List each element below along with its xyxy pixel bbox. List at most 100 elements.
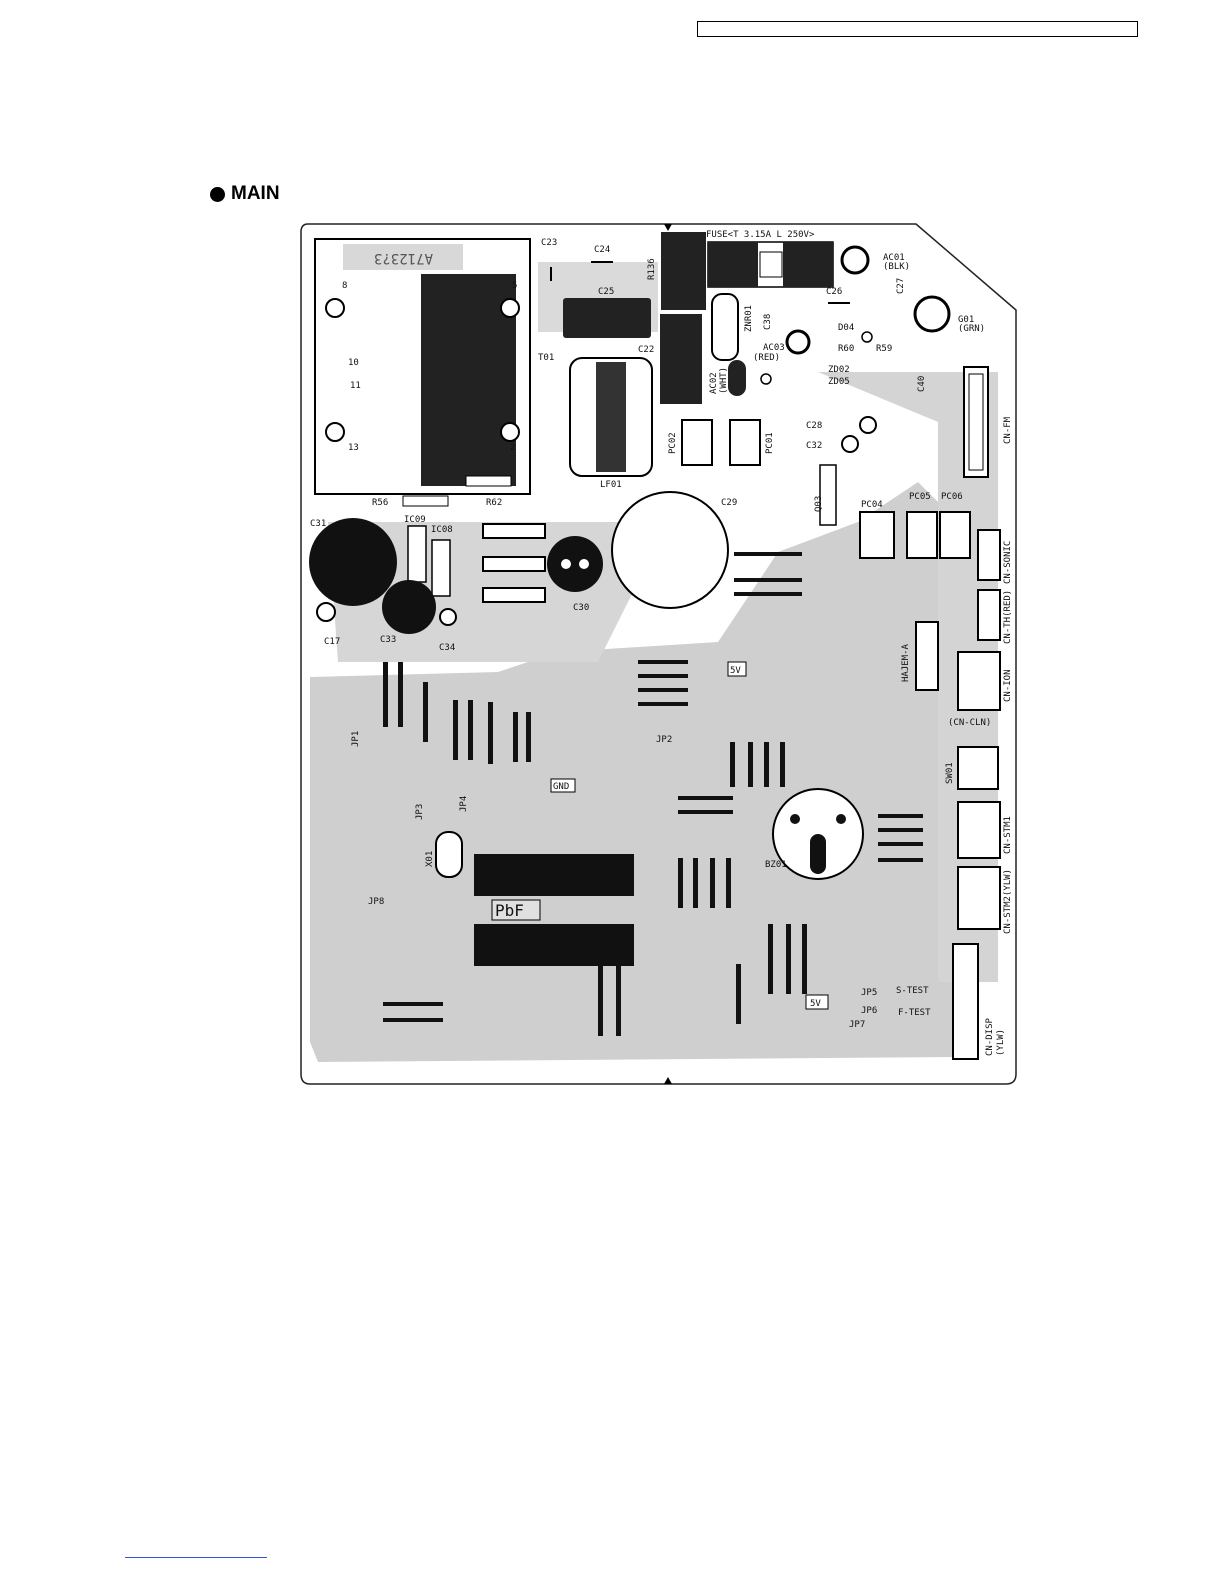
- ic09-body: [407, 525, 427, 583]
- heatsink-fin-3: [482, 587, 546, 603]
- transformer-code-box: [343, 244, 463, 270]
- label-c17: C17: [324, 637, 340, 647]
- lf01-core: [596, 362, 626, 472]
- c17-cap: [316, 602, 336, 622]
- label-c38: C38: [763, 314, 773, 330]
- label-jp3: JP3: [415, 804, 425, 820]
- pin-label-5: 5: [512, 281, 517, 291]
- label-jp1: JP1: [351, 731, 361, 747]
- c31-cap: [309, 518, 397, 606]
- heatsink-fin-2: [482, 556, 546, 572]
- label-znr01: ZNR01: [744, 305, 754, 332]
- label-pbf: PbF: [495, 901, 524, 920]
- pin-label-11: 11: [350, 381, 361, 391]
- cn-th-connector: [977, 589, 1001, 641]
- ac03-terminal: [785, 329, 811, 355]
- ic08-body: [431, 539, 451, 597]
- section-title-text: MAIN: [231, 183, 280, 204]
- cn-ion-connector: [957, 651, 1001, 711]
- copper-area-bottom: [310, 482, 958, 1062]
- cn-stm1-connector: [957, 801, 1001, 859]
- zd-pad: [760, 373, 772, 385]
- c25-body: [563, 298, 651, 338]
- d04-pad: [861, 331, 873, 343]
- label-r59: R59: [876, 344, 892, 354]
- label-cn-ion: CN-ION: [1003, 669, 1013, 702]
- bottom-edge-marker: [664, 1077, 672, 1084]
- label-ac01: AC01: [883, 253, 905, 263]
- label-c40: C40: [917, 376, 927, 392]
- label-c28: C28: [806, 421, 822, 431]
- label-cn-fm: CN-FM: [1003, 416, 1013, 444]
- label-cn-disp: CN-DISP: [985, 1017, 995, 1056]
- label-r56: R56: [372, 498, 388, 508]
- label-c29: C29: [721, 498, 737, 508]
- bz01-pad-bottom: [810, 834, 826, 874]
- x01-crystal: [435, 831, 463, 878]
- cn-fm-inner: [968, 373, 984, 471]
- transformer-code: A7123?3: [374, 250, 433, 266]
- label-c32: C32: [806, 441, 822, 451]
- hajem-connector: [915, 621, 939, 691]
- label-lf01: LF01: [600, 480, 622, 490]
- label-ic08: IC08: [431, 525, 453, 535]
- heatsink-fin-1: [482, 523, 546, 539]
- label-x01: X01: [425, 851, 435, 867]
- label-r136: R136: [647, 258, 657, 280]
- label-cn-stm2: CN-STM2(YLW): [1003, 869, 1013, 934]
- label-f-test: F-TEST: [898, 1008, 931, 1018]
- label-jp5: JP5: [861, 988, 877, 998]
- tag-gnd: [550, 778, 576, 793]
- label-ac03: AC03: [763, 343, 785, 353]
- sw01-switch: [957, 746, 999, 790]
- label-sw01: SW01: [945, 762, 955, 784]
- label-hajem: HAJEM-A: [901, 643, 911, 682]
- label-c24: C24: [594, 245, 610, 255]
- label-c33: C33: [380, 635, 396, 645]
- header-box: [697, 21, 1138, 37]
- pin-label-10: 10: [348, 358, 359, 368]
- label-c26: C26: [826, 287, 842, 297]
- pc05-body: [906, 511, 938, 559]
- main-ic-top: [474, 854, 634, 896]
- label-cn-disp-color: (YLW): [996, 1029, 1006, 1056]
- label-r62: R62: [486, 498, 502, 508]
- transformer-pin-5: [500, 298, 520, 318]
- znr01-body: [711, 293, 739, 361]
- c30-cap: [547, 536, 603, 592]
- label-ac01-color: (BLK): [883, 262, 910, 272]
- c22-body: [660, 314, 702, 404]
- trace-stubs: [383, 552, 923, 1036]
- c28-cap: [859, 416, 877, 434]
- pin-label-2: 2: [510, 443, 515, 453]
- c32-cap: [841, 435, 859, 453]
- label-c34: C34: [439, 643, 455, 653]
- q03-body: [819, 464, 837, 526]
- label-jp2: JP2: [656, 735, 672, 745]
- label-c30: C30: [573, 603, 589, 613]
- r136-body: [661, 232, 706, 310]
- top-edge-marker: [664, 224, 672, 231]
- fuse-clip-right: [783, 242, 833, 287]
- c30-pad-left: [561, 559, 571, 569]
- label-s-test: S-TEST: [896, 986, 929, 996]
- ac01-terminal: [840, 245, 870, 275]
- label-ac02-color: (WHT): [719, 367, 729, 394]
- tag-5v-bottom-text: 5V: [810, 999, 821, 1009]
- label-cn-cln: (CN-CLN): [948, 718, 991, 728]
- section-title: MAIN: [210, 183, 280, 205]
- r56-body: [402, 495, 449, 507]
- label-ic09: IC09: [404, 515, 426, 525]
- cn-stm2-connector: [957, 866, 1001, 930]
- label-zd02: ZD02: [828, 365, 850, 375]
- label-ac03-color: (RED): [753, 353, 780, 363]
- r62-body: [465, 475, 512, 487]
- transformer-pin-8: [325, 298, 345, 318]
- label-r60: R60: [838, 344, 854, 354]
- label-c23: C23: [541, 238, 557, 248]
- label-jp7: JP7: [849, 1020, 865, 1030]
- label-pc05: PC05: [909, 492, 931, 502]
- ac02-body: [728, 360, 746, 396]
- transformer-pin-13: [325, 422, 345, 442]
- label-jp8: JP8: [368, 897, 384, 907]
